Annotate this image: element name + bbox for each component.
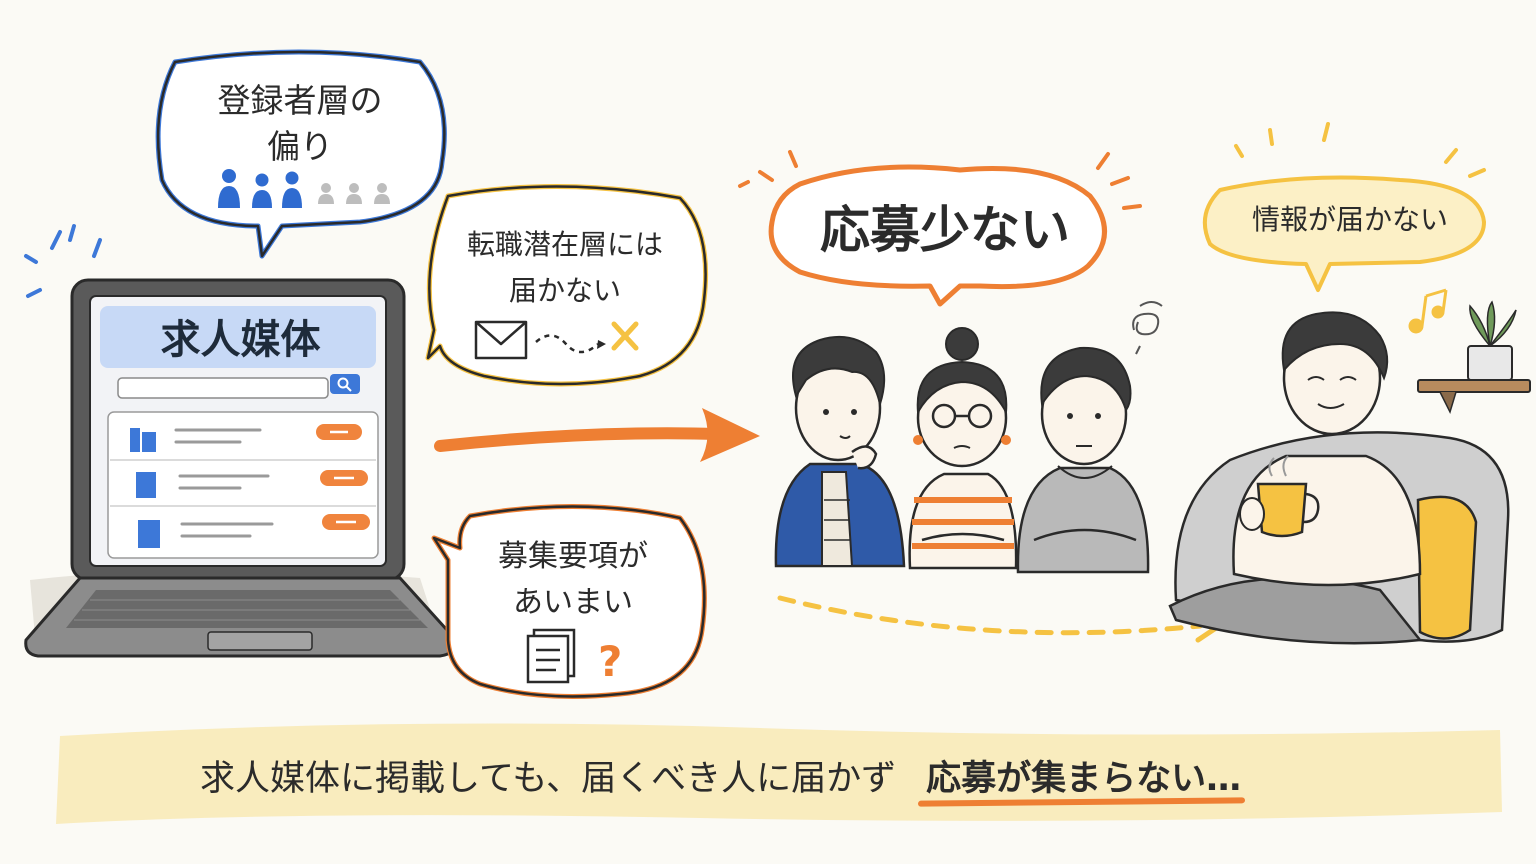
sparkle-lines-blue: [24, 224, 102, 298]
caption-main: 求人媒体に掲載しても、届くべき人に届かず: [200, 759, 897, 799]
x-mark-icon: [611, 321, 639, 351]
caption-emphasis: 応募が集まらない…: [926, 759, 1242, 799]
person-icon: [318, 183, 334, 204]
bubble-passive-candidates-text: 転職潜在層には 届かない: [466, 228, 663, 307]
bubble-info-not-reaching: [1202, 175, 1486, 292]
search-button: [330, 374, 360, 394]
bubble-vague-requirements-text: 募集要項が あいまい: [498, 539, 648, 620]
mug-icon: [1239, 455, 1320, 538]
search-icon: [337, 377, 352, 392]
search-field: [117, 377, 329, 399]
sparkle-lines-yellow: [1234, 122, 1486, 178]
plant-icon: [1467, 300, 1517, 381]
shelf: [1417, 379, 1531, 415]
dotted-path: [535, 334, 599, 354]
person-icon: [218, 169, 240, 208]
sparkle-lines-orange: [738, 150, 1142, 210]
question-icon: ?: [598, 637, 622, 686]
bottom-caption: 求人媒体に掲載しても、届くべき人に届かず応募が集まらない…: [200, 752, 1241, 806]
bubble-few-applicants: [768, 164, 1107, 307]
person-man-gray-hoodie: [1016, 346, 1150, 574]
arrow-to-people: [434, 408, 760, 462]
bubble-vague-requirements: [431, 503, 707, 699]
person-icon: [374, 183, 390, 204]
dizzy-icon: [1132, 301, 1163, 355]
document-icon: [526, 628, 576, 684]
bubble-info-not-reaching-text: 情報が届かない: [1251, 203, 1448, 236]
envelope-icon: [474, 320, 528, 360]
bubble-registrant-bias-text: 登録者層の 偏り: [217, 81, 383, 166]
person-woman-striped: [908, 327, 1018, 570]
bubble-few-applicants-text: 応募少ない: [820, 201, 1070, 259]
dashed-arrow-to-relaxed-man: [777, 595, 1225, 643]
building-icon: [136, 472, 156, 498]
person-relaxed-man: [1232, 311, 1422, 587]
laptop-media-title: 求人媒体: [160, 317, 321, 363]
person-man-blue-jacket: [774, 336, 906, 568]
building-icon: [130, 428, 156, 452]
person-icon: [346, 183, 362, 204]
person-icon: [252, 173, 272, 208]
person-icons-row: [218, 169, 390, 208]
music-note-icon: [1408, 288, 1448, 334]
laptop: [24, 278, 458, 658]
building-icon: [138, 520, 160, 548]
person-icon: [282, 171, 302, 208]
trackpad: [207, 631, 313, 651]
